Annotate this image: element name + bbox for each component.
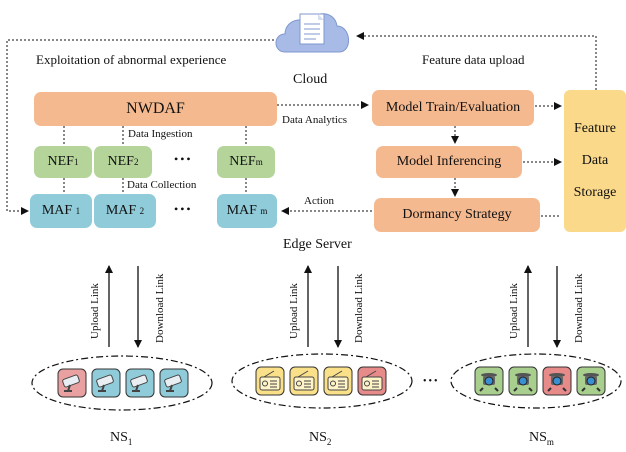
ns2-label: NS2 <box>309 430 332 447</box>
ns2-ellipse <box>231 353 413 409</box>
maf-1-box: MAF 1 <box>30 194 92 228</box>
link-arrows <box>105 265 561 348</box>
exploitation-caption: Exploitation of abnormal experience <box>36 52 227 67</box>
maf-2-box: MAF 2 <box>94 194 156 228</box>
data-ingestion-caption: Data Ingestion <box>128 128 193 140</box>
nsm-label: NSm <box>529 430 554 447</box>
action-caption: Action <box>304 195 334 207</box>
camera-icon <box>125 368 155 398</box>
ns1-ellipse <box>31 355 213 411</box>
upload-link-label-ns1: Upload Link <box>89 283 101 339</box>
cloud-label: Cloud <box>293 72 328 87</box>
model-train-box: Model Train/Evaluation <box>372 90 534 126</box>
download-link-label-ns1: Download Link <box>154 273 166 343</box>
camera-icon <box>159 368 189 398</box>
feedback-arrow <box>6 39 274 215</box>
nef-ellipsis: ••• <box>174 152 193 166</box>
dormancy-strategy-box: Dormancy Strategy <box>374 198 540 232</box>
slice-ellipsis: ••• <box>423 376 440 387</box>
data-collection-caption: Data Collection <box>127 179 197 191</box>
download-link-label-nsm: Download Link <box>573 273 585 343</box>
download-link-label-ns2: Download Link <box>353 273 365 343</box>
radio-icon <box>357 366 387 396</box>
cloud-document-icon <box>275 13 349 53</box>
maf-ellipsis: ••• <box>174 202 193 216</box>
ns1-label: NS1 <box>110 430 133 447</box>
radio-icon <box>289 366 319 396</box>
model-inferencing-box: Model Inferencing <box>376 146 522 178</box>
nsm-ellipse <box>450 353 622 409</box>
upload-link-label-ns2: Upload Link <box>288 283 300 339</box>
camera-icon <box>57 368 87 398</box>
drone-icon <box>542 366 572 396</box>
drone-icon <box>474 366 504 396</box>
radio-icon <box>323 366 353 396</box>
data-analytics-caption: Data Analytics <box>282 114 348 126</box>
feature-upload-caption: Feature data upload <box>422 52 525 67</box>
drone-icon <box>576 366 606 396</box>
feature-storage-box: Feature Data Storage <box>564 90 626 232</box>
camera-icon <box>91 368 121 398</box>
nwdaf-box: NWDAF <box>34 92 277 126</box>
drone-icon <box>508 366 538 396</box>
edge-server-caption: Edge Server <box>283 237 352 252</box>
upload-link-label-nsm: Upload Link <box>508 283 520 339</box>
upload-arrow <box>356 32 597 90</box>
maf-m-box: MAF m <box>217 194 277 228</box>
nwdaf-label: NWDAF <box>126 100 185 117</box>
radio-icon <box>255 366 285 396</box>
